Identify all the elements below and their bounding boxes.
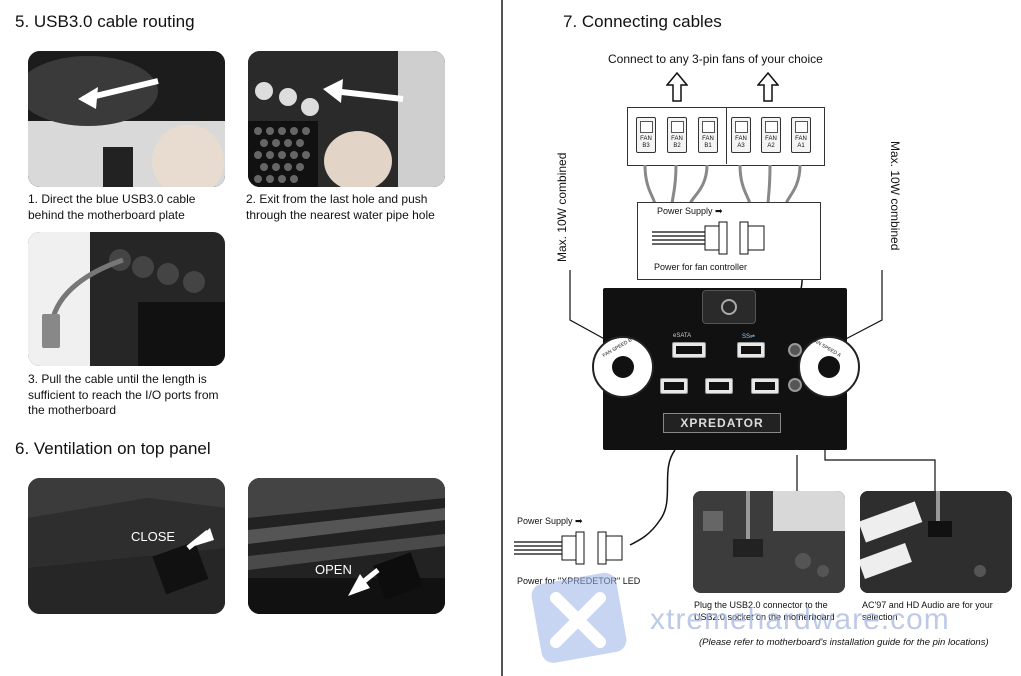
photo-motherboard-usb-image (693, 491, 845, 593)
fan-header-a2: FAN A2 (761, 117, 781, 153)
power-supply-top-label: Power Supply ➡ (657, 206, 723, 216)
headphone-jack[interactable] (788, 343, 802, 357)
usb2-port-2[interactable] (705, 378, 733, 394)
caption-step-3: 3. Pull the cable until the length is su… (28, 372, 219, 417)
fan-speed-a-knob[interactable] (798, 336, 860, 398)
photo-motherboard-audio (860, 491, 1012, 593)
photo-usb-step-3 (28, 232, 225, 366)
photo-vent-close (28, 478, 225, 614)
photo-usb-step-2-image (248, 51, 445, 187)
section-7-title: 7. Connecting cables (563, 12, 722, 31)
caption-step-2: 2. Exit from the last hole and push thro… (246, 192, 435, 222)
fan-speed-b-knob[interactable] (592, 336, 654, 398)
fan-header-a3: FAN A3 (731, 117, 751, 153)
usb2-instruction: Plug the USB2.0 connector to the USB2.0 … (694, 600, 835, 622)
open-label: OPEN (315, 562, 352, 577)
section-6-title: 6. Ventilation on top panel (15, 439, 211, 458)
section-5-title: 5. USB3.0 cable routing (15, 12, 195, 31)
power-button[interactable] (702, 290, 756, 324)
photo-usb-step-3-image (28, 232, 225, 366)
photo-usb-step-1-image (28, 51, 225, 187)
close-label: CLOSE (131, 529, 176, 544)
usb2-port-1[interactable] (660, 378, 688, 394)
power-supply-bottom-label: Power Supply ➡ (517, 516, 583, 526)
caption-step-1: 1. Direct the blue USB3.0 cable behind t… (28, 192, 196, 222)
fans-heading: Connect to any 3-pin fans of your choice (608, 52, 823, 66)
fan-header-b2: FAN B2 (667, 117, 687, 153)
pin-location-note: (Please refer to motherboard's installat… (699, 637, 989, 648)
audio-instruction: AC'97 and HD Audio are for your selectio… (862, 600, 993, 622)
fan-header-b1: FAN B1 (698, 117, 718, 153)
fan-header-b3: FAN B3 (636, 117, 656, 153)
mic-jack[interactable] (788, 378, 802, 392)
photo-usb-step-1 (28, 51, 225, 187)
esata-port[interactable] (672, 342, 706, 358)
esata-label: eSATA (673, 333, 692, 339)
column-divider (501, 0, 503, 676)
watermark-text: xtremehardware.com (650, 603, 950, 636)
fan-header-a1: FAN A1 (791, 117, 811, 153)
photo-motherboard-audio-image (860, 491, 1012, 593)
power-icon (721, 299, 737, 315)
usb3-label: SS⇌ (742, 334, 756, 340)
power-fan-controller-label: Power for fan controller (654, 262, 748, 272)
up-arrow-icon (757, 72, 779, 102)
usb3-port[interactable] (737, 342, 765, 358)
photo-vent-close-image (28, 478, 225, 614)
photo-vent-open (248, 478, 445, 614)
photo-usb-step-2 (248, 51, 445, 187)
max-power-right: Max. 10W combined (888, 141, 902, 251)
xtremehardware-logo-icon (531, 572, 627, 663)
photo-vent-open-image (248, 478, 445, 614)
fan-board-divider (726, 107, 727, 164)
photo-motherboard-usb (693, 491, 845, 593)
usb2-port-3[interactable] (751, 378, 779, 394)
wiring-diagram-lower (629, 449, 936, 546)
molex-connector-bottom (514, 531, 623, 565)
molex-connector-top (652, 221, 765, 255)
up-arrow-icon (666, 72, 688, 102)
max-power-left: Max. 10W combined (555, 152, 569, 262)
xpredator-logo: XPREDATOR (663, 413, 781, 433)
